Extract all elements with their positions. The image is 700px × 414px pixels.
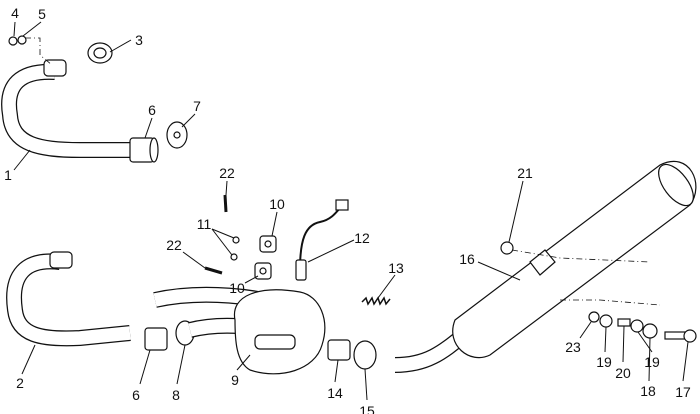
bracket-10-top (259, 235, 277, 253)
header-pipe-2 (6, 251, 131, 347)
rear-hardware (588, 311, 697, 343)
clamp-15 (353, 340, 377, 370)
callout-15: 15 (359, 403, 375, 414)
callout-19b: 19 (644, 354, 660, 370)
callout-3: 3 (135, 32, 143, 48)
washers-11 (230, 236, 240, 261)
callout-5: 5 (38, 6, 46, 22)
callout-8: 8 (172, 387, 180, 403)
callout-6b: 6 (132, 387, 140, 403)
callout-21: 21 (517, 165, 533, 181)
muffler-16 (394, 160, 697, 373)
callout-9: 9 (231, 372, 239, 388)
nut-21 (500, 241, 514, 255)
callout-17: 17 (675, 384, 691, 400)
callout-labels: 4 5 3 6 7 1 22 10 11 12 22 10 13 16 21 2… (4, 5, 691, 414)
callout-14: 14 (327, 385, 343, 401)
callout-18: 18 (640, 383, 656, 399)
callout-22b: 22 (166, 237, 182, 253)
spring-13 (361, 296, 391, 306)
callout-22: 22 (219, 165, 235, 181)
callout-7: 7 (193, 98, 201, 114)
sleeve-6-top (129, 137, 159, 163)
callout-1: 1 (4, 167, 12, 183)
callout-10b: 10 (229, 280, 245, 296)
gasket-3 (87, 42, 113, 64)
callout-4: 4 (11, 5, 19, 21)
callout-20: 20 (615, 365, 631, 381)
sleeve-14 (327, 339, 351, 361)
bracket-10-bottom (254, 262, 272, 280)
callout-16: 16 (459, 251, 475, 267)
nut-4-washer-5 (8, 35, 27, 46)
callout-23: 23 (565, 339, 581, 355)
callout-6: 6 (148, 102, 156, 118)
callout-2: 2 (16, 375, 24, 391)
callout-19: 19 (596, 354, 612, 370)
callout-12: 12 (354, 230, 370, 246)
collector-9 (153, 286, 326, 375)
bolt-22-bottom (204, 266, 223, 275)
leader-lines (13, 21, 689, 401)
callout-13: 13 (388, 260, 404, 276)
callout-10: 10 (269, 196, 285, 212)
clamp-7-top (166, 121, 188, 149)
callout-11: 11 (197, 216, 212, 232)
bolt-22-top (223, 194, 228, 213)
header-pipe-1 (1, 59, 140, 158)
lambda-sensor-12 (295, 199, 349, 281)
sleeve-6-bottom (144, 327, 168, 351)
